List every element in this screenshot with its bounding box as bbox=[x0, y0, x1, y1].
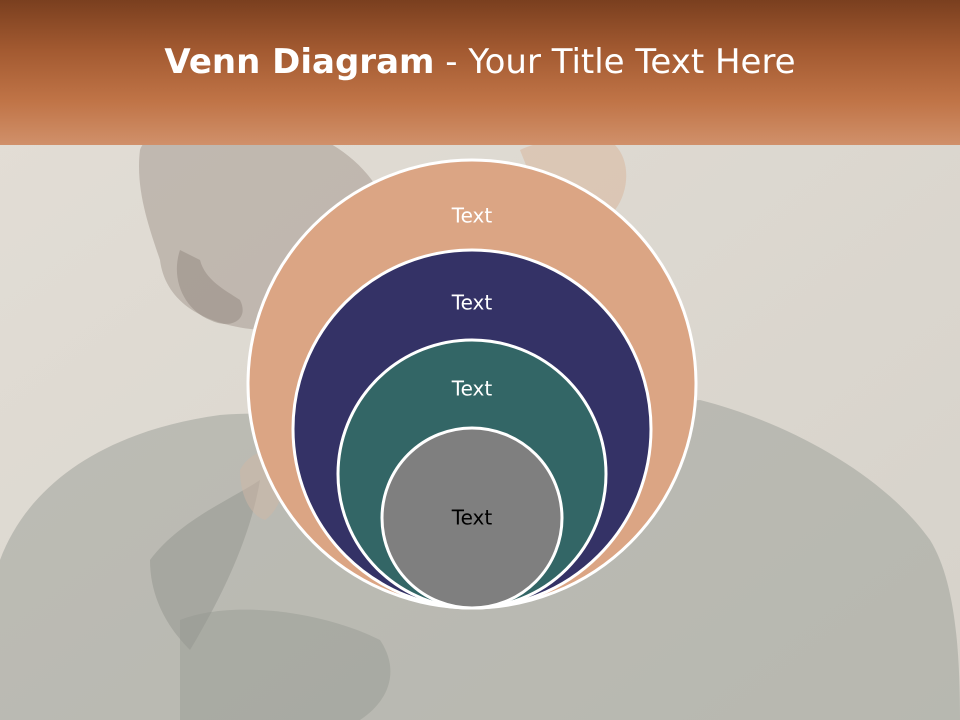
title-bar: Venn Diagram - Your Title Text Here bbox=[0, 0, 960, 145]
title-bold: Venn Diagram bbox=[164, 42, 435, 82]
second-circle-label: Text bbox=[451, 291, 493, 315]
third-circle-label: Text bbox=[451, 377, 493, 401]
slide-title: Venn Diagram - Your Title Text Here bbox=[0, 40, 960, 84]
title-rest: - Your Title Text Here bbox=[434, 42, 796, 82]
outer-circle-label: Text bbox=[451, 204, 493, 228]
inner-circle-label: Text bbox=[451, 506, 493, 530]
inner-circle bbox=[380, 426, 564, 610]
